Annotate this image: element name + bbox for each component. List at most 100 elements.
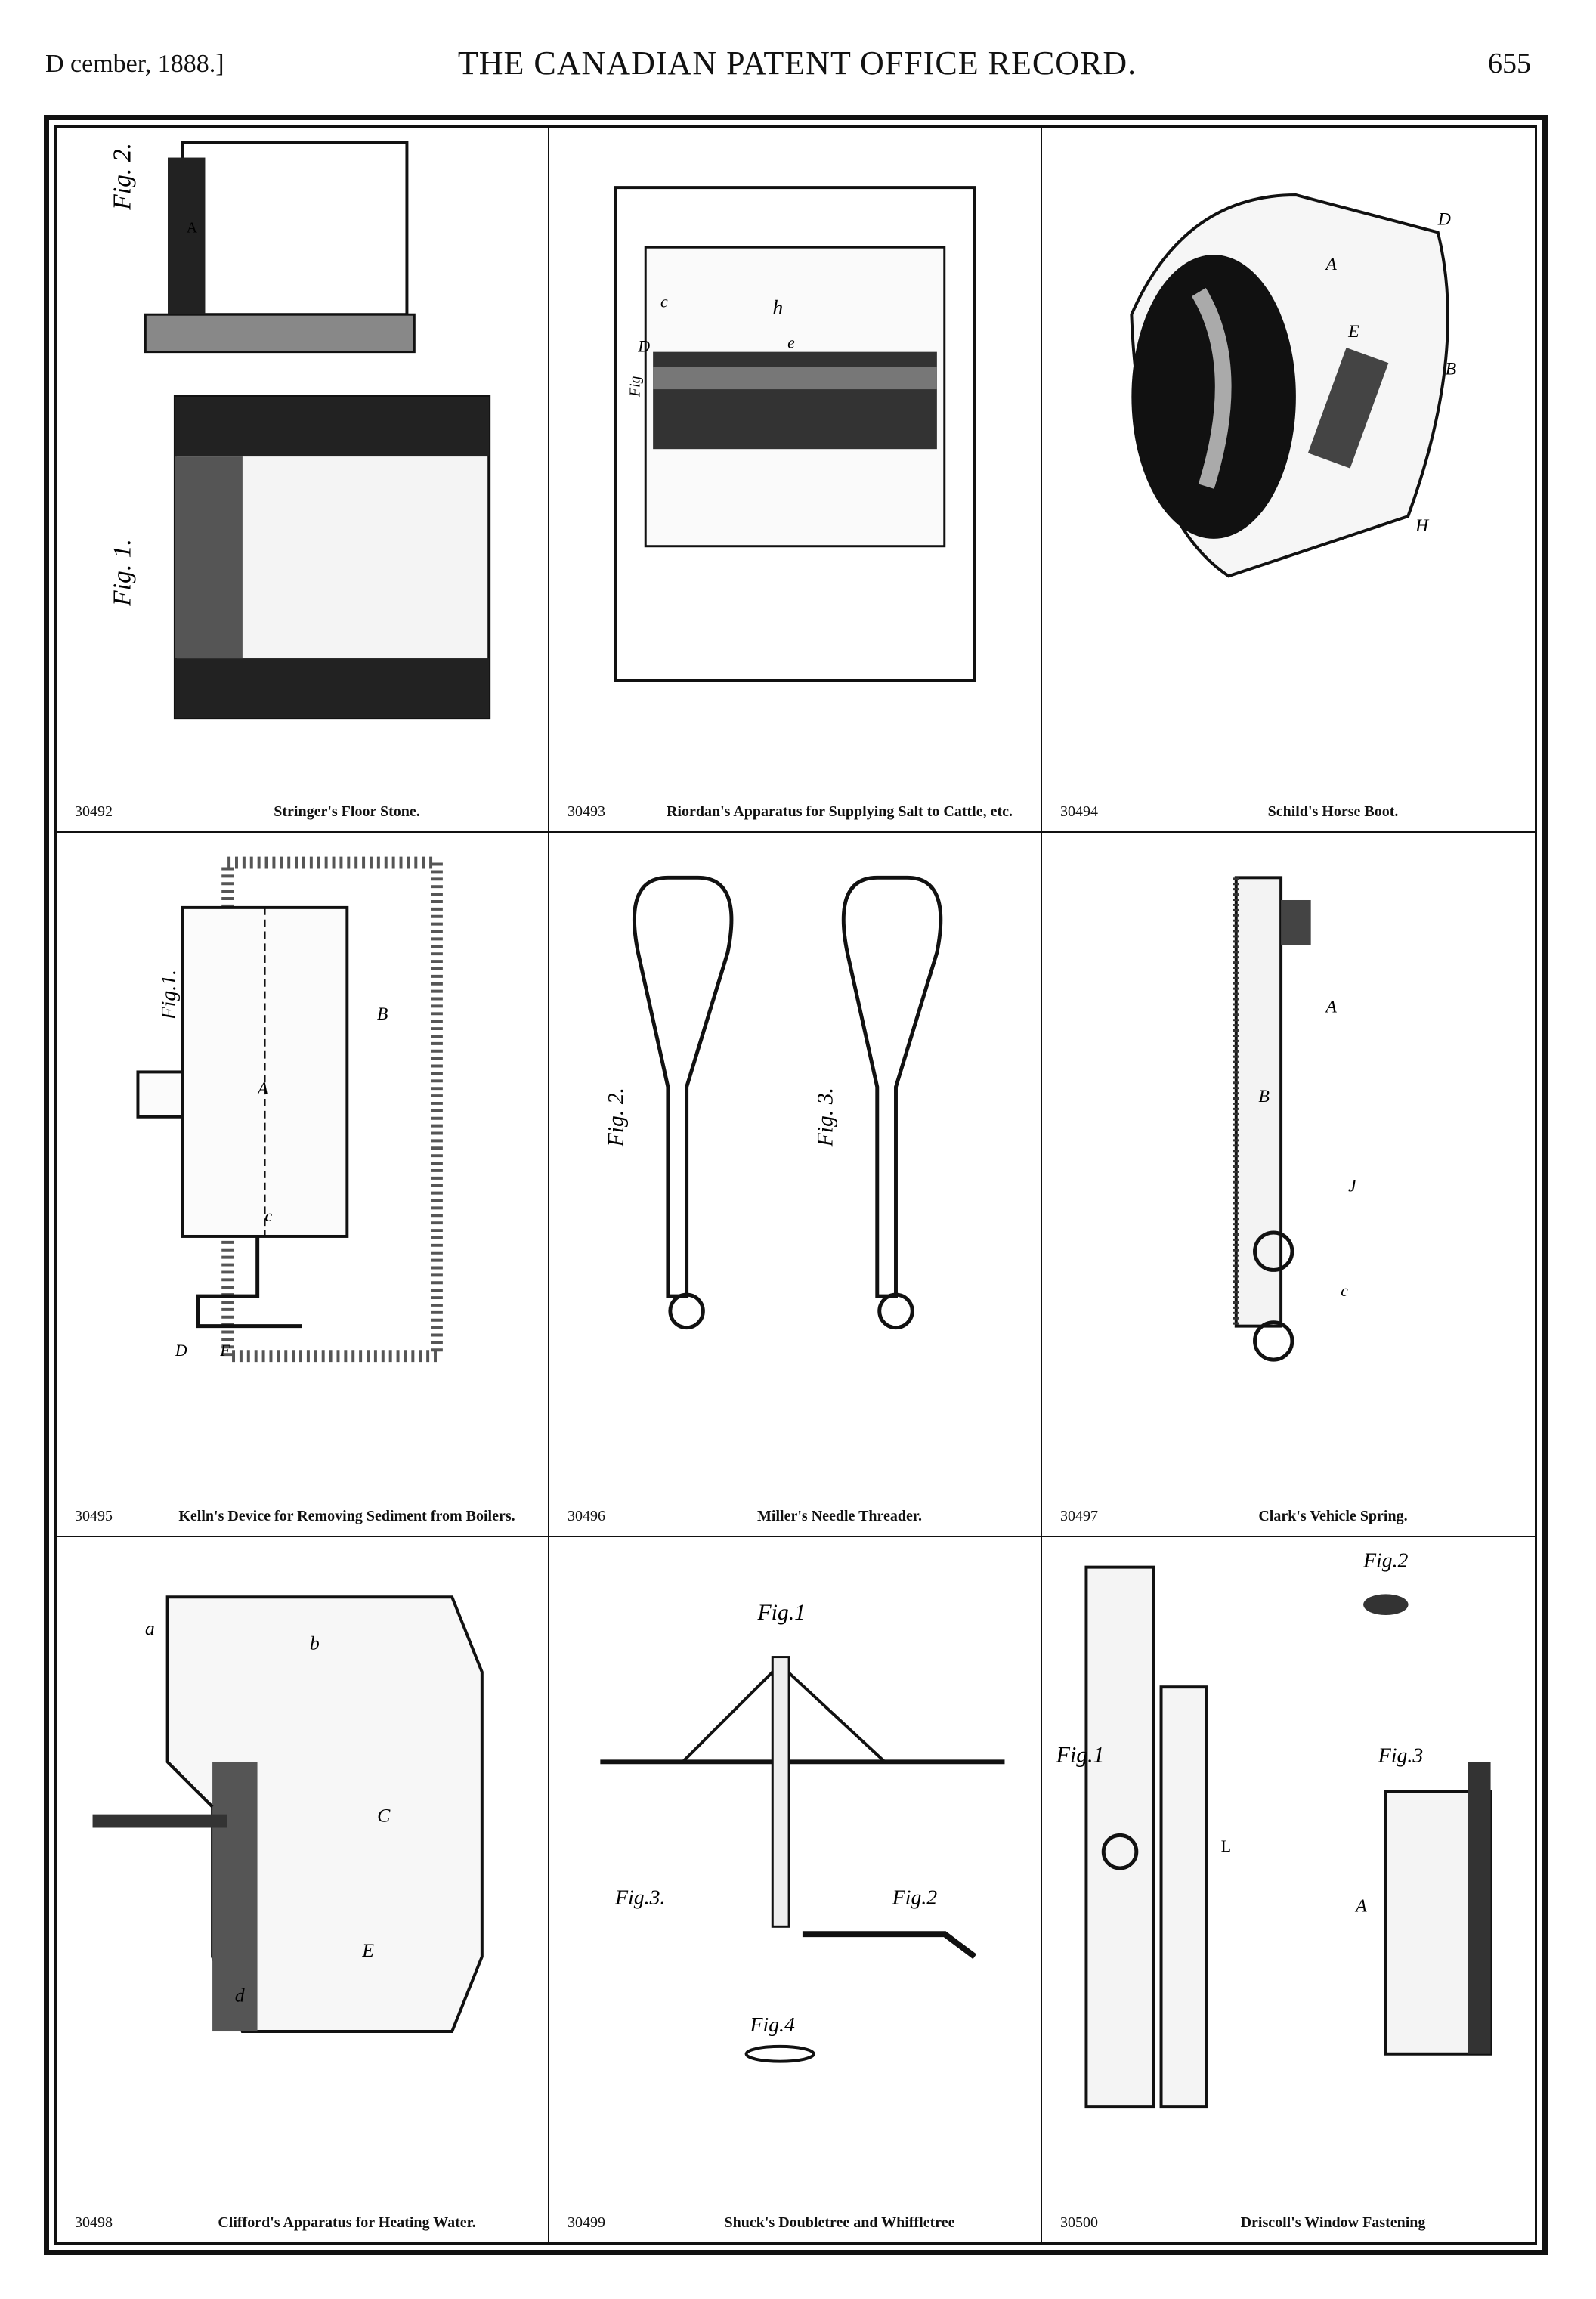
figure-outline: [614, 186, 976, 682]
header-date: D cember, 1888.]: [45, 50, 224, 78]
patent-number: 30492: [75, 803, 113, 820]
figure-base: [144, 313, 416, 354]
figure-clip: [1281, 899, 1311, 945]
part-label-c: c: [660, 292, 668, 311]
part-label-e: E: [361, 1939, 374, 1961]
figure-bolt: [1363, 1594, 1409, 1616]
patent-number: 30496: [568, 1508, 605, 1525]
patent-panel: Fig.1 Fig.2 Fig.3. Fig.4 30499 Shuck's D…: [549, 1537, 1042, 2242]
figure-shine: [1191, 287, 1232, 489]
patent-title: Miller's Needle Threader.: [757, 1508, 922, 1525]
fig-label-4: Fig.4: [750, 2013, 795, 2037]
patent-title: Clark's Vehicle Spring.: [1258, 1508, 1408, 1525]
part-label-h: H: [1415, 516, 1430, 536]
patent-title: Kelln's Device for Removing Sediment fro…: [178, 1508, 515, 1525]
patent-caption: 30499 Shuck's Doubletree and Whiffletree: [568, 2214, 1028, 2232]
patent-figure: a b C d E: [57, 1537, 548, 2137]
patent-number: 30493: [568, 803, 605, 820]
figure-frame: [1468, 1762, 1491, 2055]
patent-caption: 30498 Clifford's Apparatus for Heating W…: [75, 2214, 536, 2232]
patent-grid: Fig. 2. A Fig. 1. 30492 Stringer's Floor…: [54, 125, 1537, 2245]
figure-sash-right: [1159, 1685, 1208, 2109]
fig-label: Fig.1.: [156, 970, 180, 1020]
fig-label-2: Fig. 2.: [109, 143, 137, 211]
patent-title: Driscoll's Window Fastening: [1240, 2214, 1426, 2231]
patent-panel: Fig.2 Fig.1 Fig.3 A L 30500 Driscoll's W…: [1042, 1537, 1535, 2242]
part-label-a: A: [1324, 997, 1337, 1016]
patent-figure: Fig.1. A B c D F: [57, 833, 548, 1431]
figure-threader-2: [841, 875, 943, 1298]
figure-outline: [181, 141, 409, 317]
figure-side: [175, 456, 243, 659]
patent-panel: Fig. 2. Fig. 3. 30496 Miller's Needle Th…: [549, 832, 1042, 1538]
part-label-f: F: [219, 1341, 230, 1360]
part-label-b: B: [1258, 1087, 1270, 1106]
figure-clip: [744, 2045, 815, 2063]
patent-figure: Fig.1 Fig.2 Fig.3. Fig.4: [549, 1537, 1041, 2137]
part-label-j: J: [1348, 1176, 1357, 1196]
figure-whiffletree: [802, 1931, 977, 1960]
fig-label-1: Fig. 1.: [109, 539, 137, 607]
part-label-a: A: [256, 1079, 269, 1099]
part-label-d: D: [637, 338, 650, 356]
part-label-b: b: [310, 1632, 320, 1654]
patent-figure: A B c J: [1042, 833, 1535, 1431]
patent-caption: 30497 Clark's Vehicle Spring.: [1060, 1507, 1523, 1525]
part-label-a: A: [1324, 255, 1337, 274]
patent-figure: Fig.2 Fig.1 Fig.3 A L: [1042, 1537, 1535, 2137]
patent-panel: A B c J 30497 Clark's Vehicle Spring.: [1042, 833, 1535, 1538]
figure-pipe: [92, 1814, 227, 1828]
part-label-e: E: [1347, 322, 1359, 342]
patent-figure: D A B H E: [1042, 128, 1535, 726]
figure-top-band: [175, 396, 490, 457]
fig-label-3: Fig.3.: [614, 1886, 665, 1910]
figure-bottom-band: [175, 658, 490, 719]
fig-label-2: Fig.2: [892, 1886, 937, 1910]
patent-caption: 30492 Stringer's Floor Stone.: [75, 803, 536, 821]
patent-title: Riordan's Apparatus for Supplying Salt t…: [666, 803, 1013, 820]
figure-shackle: [1253, 1230, 1294, 1272]
fig-label-3: Fig. 3.: [813, 1088, 837, 1147]
figure-spring-bar: [1234, 876, 1283, 1328]
part-label-c: c: [1341, 1282, 1348, 1300]
patent-title: Schild's Horse Boot.: [1267, 803, 1399, 820]
fig-label-3: Fig.3: [1378, 1744, 1423, 1768]
patent-number: 30500: [1060, 2214, 1098, 2231]
patent-number: 30494: [1060, 803, 1098, 820]
patent-number: 30499: [568, 2214, 605, 2231]
outer-border: [44, 115, 1548, 2255]
patent-panel: Fig.1. A B c D F 30495 Kelln's Device fo…: [57, 832, 549, 1538]
patent-caption: 30493 Riordan's Apparatus for Supplying …: [568, 803, 1028, 821]
patent-panel: a b C d E 30498 Clifford's Apparatus for…: [57, 1537, 549, 2242]
part-label-c: C: [377, 1805, 391, 1827]
fig-label-2: Fig. 2.: [605, 1088, 629, 1147]
horse-boot-illustration: D A B H E: [1130, 193, 1456, 578]
patent-title: Clifford's Apparatus for Heating Water.: [218, 2214, 476, 2231]
patent-panel: Fig. 2. A Fig. 1. 30492 Stringer's Floor…: [57, 128, 549, 833]
part-label-e: e: [787, 334, 795, 352]
salt-apparatus-illustration: h c e D Fig: [614, 186, 976, 682]
patent-number: 30495: [75, 1508, 113, 1525]
doubletree-illustration: Fig.1 Fig.2 Fig.3. Fig.4: [600, 1601, 1005, 2063]
heating-water-illustration: a b C d E: [92, 1595, 484, 2034]
fig-label-1: Fig.1: [756, 1601, 806, 1625]
vehicle-spring-illustration: A B c J: [1233, 876, 1357, 1362]
part-label-d: D: [175, 1341, 187, 1360]
patent-title: Stringer's Floor Stone.: [274, 803, 420, 820]
figure-salt-block: [653, 351, 937, 450]
fig-label-1: Fig.1: [1056, 1744, 1105, 1768]
figure-wheel-hub: [1253, 1320, 1294, 1362]
part-label-a: A: [1354, 1897, 1367, 1917]
part-label-a: a: [145, 1617, 155, 1639]
figure-highlight: [653, 367, 937, 390]
needle-threader-illustration: Fig. 2. Fig. 3.: [605, 875, 943, 1329]
patent-caption: 30495 Kelln's Device for Removing Sedime…: [75, 1507, 536, 1525]
figure-edge: [166, 1761, 214, 1809]
patent-figure: h c e D Fig: [549, 128, 1041, 726]
figure-nozzle: [136, 1070, 184, 1119]
figure-opening: [1131, 255, 1296, 539]
part-label-b: B: [377, 1004, 388, 1024]
figure-pole: [771, 1656, 790, 1929]
figure-threader-1: [632, 875, 734, 1298]
figure-buckle: [1307, 347, 1389, 469]
